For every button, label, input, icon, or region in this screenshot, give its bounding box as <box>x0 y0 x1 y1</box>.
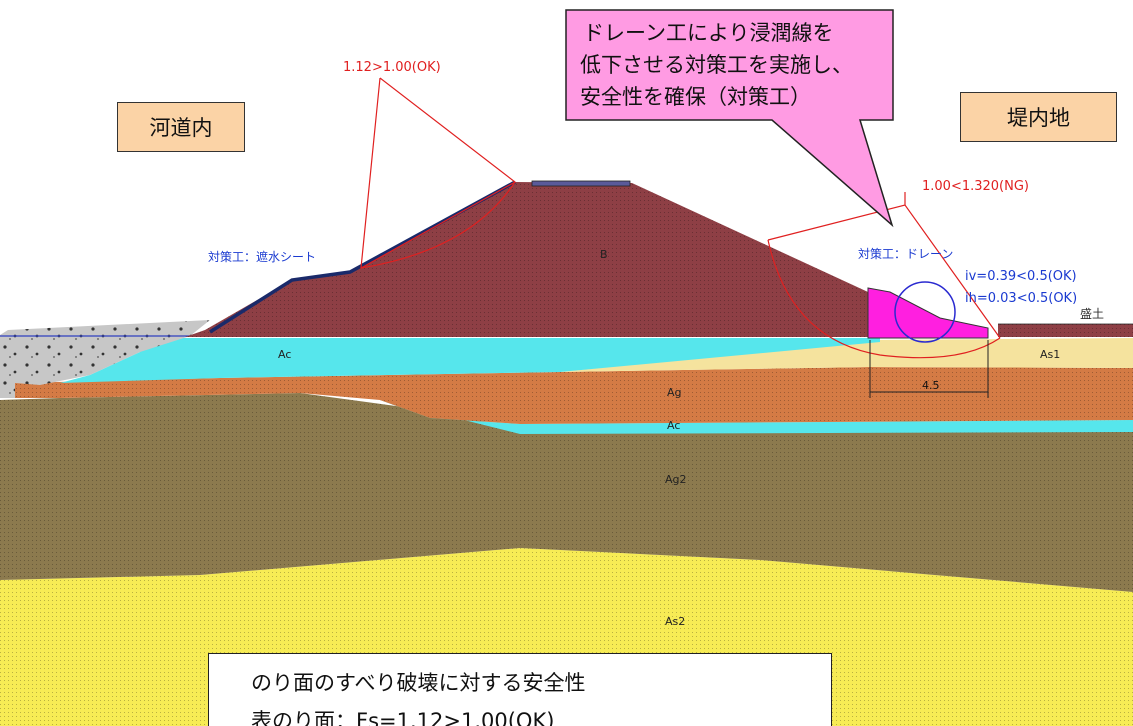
summary-line-1: のり面のすべり破壊に対する安全性 <box>251 671 586 695</box>
slip-arc-land <box>767 239 1001 359</box>
layer-as1-label: As1 <box>1040 348 1060 361</box>
dimension-line <box>869 340 989 398</box>
callout-line-2: 低下させる対策工を実施し、 <box>580 53 853 77</box>
slip-line-river <box>360 77 517 270</box>
summary-line-2: 表のり面：Fs=1.12>1.00(OK) <box>251 709 555 726</box>
layer-ac2-label: Ac <box>667 419 680 432</box>
layer-ac-upper <box>60 338 880 383</box>
slip-arc-river <box>360 181 516 269</box>
layer-b-label: B <box>600 248 608 261</box>
fs-land-label: 1.00<1.320(NG) <box>922 179 1029 194</box>
soil-label: 盛土 <box>1080 306 1104 321</box>
layer-ac-lower <box>380 400 1133 434</box>
callout-line-3: 安全性を確保（対策工） <box>580 85 811 109</box>
layer-ag2-label: Ag2 <box>665 473 687 486</box>
layer-as1 <box>560 338 1133 372</box>
layer-ag-label: Ag <box>667 386 682 399</box>
layer-as2-label: As2 <box>665 615 685 628</box>
callout-line-1: ドレーン工により浸潤線を <box>583 21 834 45</box>
seepage-circle <box>894 281 956 343</box>
iv-label: iv=0.39<0.5(OK) <box>965 269 1077 284</box>
dimension-value: 4.5 <box>922 379 940 392</box>
measure-sheet-label: 対策工：遮水シート <box>208 249 316 264</box>
land-side-label: 堤内地 <box>960 92 1117 142</box>
river-side-label: 河道内 <box>117 102 245 152</box>
ih-label: ih=0.03<0.5(OK) <box>965 291 1077 306</box>
layer-ac-label: Ac <box>278 348 291 361</box>
fs-river-label: 1.12>1.00(OK) <box>343 60 441 75</box>
callout-bubble <box>565 9 894 228</box>
measure-drain-label: 対策工：ドレーン <box>858 247 953 261</box>
river-bed-gravel <box>0 320 210 398</box>
crown-pavement <box>531 180 631 187</box>
impermeable-sheet <box>209 180 516 334</box>
safety-summary-box: のり面のすべり破壊に対する安全性 表のり面：Fs=1.12>1.00(OK) <box>208 653 832 726</box>
